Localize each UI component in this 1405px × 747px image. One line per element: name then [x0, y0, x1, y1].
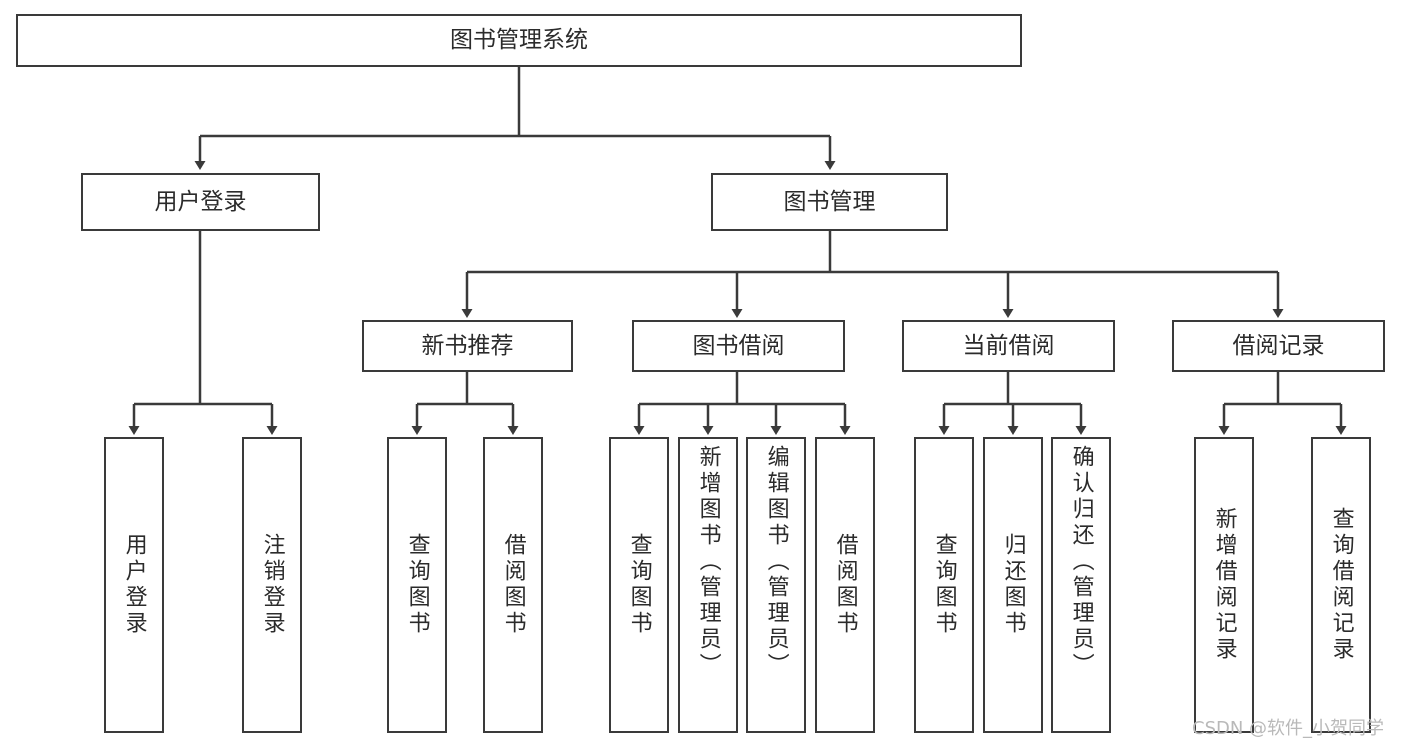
leaf-add-book-admin[interactable]: 新增图书（管理员）	[678, 437, 738, 733]
node-new-book-recommend[interactable]: 新书推荐	[362, 320, 573, 372]
node-label: 查询图书	[626, 533, 652, 637]
leaf-return-book[interactable]: 归还图书	[983, 437, 1043, 733]
node-label: 归还图书	[1000, 533, 1026, 637]
node-borrow-record[interactable]: 借阅记录	[1172, 320, 1385, 372]
node-book-borrow[interactable]: 图书借阅	[632, 320, 845, 372]
node-label: 查询图书	[931, 533, 957, 637]
node-label: 查询图书	[404, 533, 430, 637]
leaf-confirm-return-admin[interactable]: 确认归还（管理员）	[1051, 437, 1111, 733]
node-label: 编辑图书（管理员）	[763, 445, 789, 679]
node-label: 借阅记录	[1232, 332, 1325, 359]
node-label: 注销登录	[259, 533, 285, 637]
leaf-add-borrow-record[interactable]: 新增借阅记录	[1194, 437, 1254, 733]
node-label: 确认归还（管理员）	[1068, 445, 1094, 679]
node-label: 用户登录	[121, 533, 147, 637]
node-label: 查询借阅记录	[1328, 507, 1354, 663]
node-label: 借阅图书	[500, 533, 526, 637]
leaf-query-book-borrow[interactable]: 查询图书	[609, 437, 669, 733]
watermark: CSDN @软件_小贺同学	[1192, 718, 1385, 739]
node-book-management[interactable]: 图书管理	[711, 173, 948, 231]
node-root[interactable]: 图书管理系统	[16, 14, 1022, 67]
node-label: 图书管理系统	[450, 27, 588, 54]
node-current-borrow[interactable]: 当前借阅	[902, 320, 1115, 372]
node-label: 新增图书（管理员）	[695, 445, 721, 679]
leaf-edit-book-admin[interactable]: 编辑图书（管理员）	[746, 437, 806, 733]
leaf-user-logout[interactable]: 注销登录	[242, 437, 302, 733]
node-label: 图书管理	[783, 188, 876, 215]
leaf-borrow-book[interactable]: 借阅图书	[815, 437, 875, 733]
leaf-user-login[interactable]: 用户登录	[104, 437, 164, 733]
leaf-query-book-recommend[interactable]: 查询图书	[387, 437, 447, 733]
node-user-login[interactable]: 用户登录	[81, 173, 320, 231]
node-label: 新增借阅记录	[1211, 507, 1237, 663]
leaf-query-book-current[interactable]: 查询图书	[914, 437, 974, 733]
node-label: 当前借阅	[962, 332, 1055, 359]
leaf-borrow-book-recommend[interactable]: 借阅图书	[483, 437, 543, 733]
node-label: 图书借阅	[692, 332, 785, 359]
node-label: 新书推荐	[421, 332, 514, 359]
node-label: 借阅图书	[832, 533, 858, 637]
leaf-query-borrow-record[interactable]: 查询借阅记录	[1311, 437, 1371, 733]
node-label: 用户登录	[154, 188, 247, 215]
